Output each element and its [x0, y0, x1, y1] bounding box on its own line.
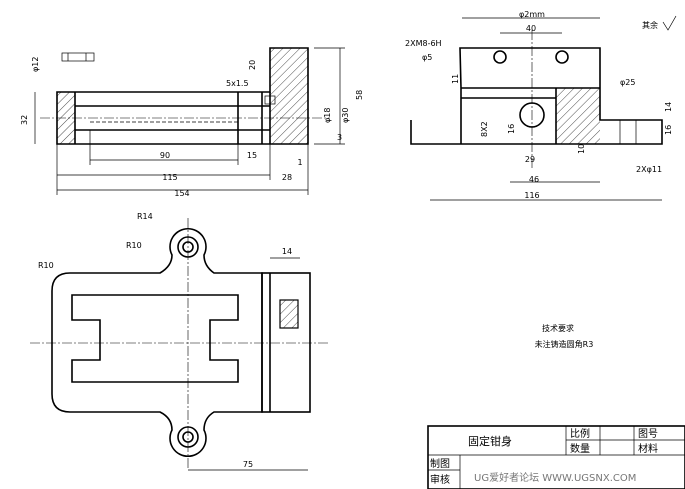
part-name: 固定钳身: [468, 434, 512, 448]
dim-32: 32: [20, 115, 29, 125]
dim-1: 1: [297, 158, 302, 167]
dim-phi5: φ5: [422, 53, 432, 62]
side-view: φ2mm 40 2XM8-6H φ5 11 φ25 14 8X2 16 29 1…: [405, 10, 677, 201]
roughness-symbol-icon: [662, 15, 677, 31]
front-view: φ12 20 5x1.5 32 58 φ18 φ30 3 90 15 1 115…: [20, 47, 364, 198]
material-label: 材料: [638, 442, 658, 455]
dim-14: 14: [664, 102, 673, 112]
drawing-no-label: 图号: [638, 428, 658, 440]
dim-29: 29: [525, 155, 535, 164]
dim-5x1-5: 5x1.5: [226, 79, 249, 88]
top-view: R14 R10 R10 14 75: [30, 212, 330, 471]
side-thread-hole-right: [555, 50, 569, 64]
side-thread-hole-left: [493, 50, 507, 64]
title-block: 固定钳身 比例 数量 图号 材料 制图 审核: [427, 425, 685, 489]
dim-2xphi11: 2Xφ11: [636, 165, 662, 174]
dim-58: 58: [355, 90, 364, 100]
dim-phi18: φ18: [323, 108, 332, 123]
dim-3: 3: [337, 133, 342, 142]
dim-115: 115: [162, 173, 177, 182]
dim-phi25: φ25: [620, 78, 635, 87]
dim-phi12: φ12: [31, 57, 40, 72]
dim-r10-corner: R10: [38, 261, 54, 270]
watermark: UG爱好者论坛 WWW.UGSNX.COM: [474, 471, 636, 484]
side-hatch-right: [556, 88, 600, 144]
dim-20: 20: [248, 60, 257, 70]
dim-154: 154: [174, 189, 189, 198]
side-bolt-hole: [619, 119, 637, 145]
dim-16-right: 16: [664, 125, 673, 135]
dim-phi30: φ30: [341, 108, 350, 123]
dim-14-top: 14: [282, 247, 292, 256]
top-threaded-hole: [279, 299, 299, 329]
tech-notes-title: 技术要求: [542, 323, 574, 333]
front-groove: [264, 95, 276, 105]
tech-notes-line1: 未注铸造圆角R3: [535, 339, 594, 349]
top-jaw: [261, 272, 311, 413]
tolerance-frame: [61, 52, 95, 62]
side-outline: [410, 47, 663, 145]
thread-spec: 2XM8-6H: [405, 39, 442, 48]
top-slot: [71, 294, 239, 383]
dim-r14: R14: [137, 212, 153, 221]
top-outline: [51, 228, 263, 457]
dim-46: 46: [529, 175, 539, 184]
checked-label: 审核: [430, 473, 450, 486]
dim-15: 15: [247, 151, 257, 160]
hatched-right-jaw: [270, 48, 308, 144]
dim-phi2mm: φ2mm: [519, 10, 545, 19]
dim-11: 11: [451, 74, 460, 84]
scale-label: 比例: [570, 427, 590, 440]
qty-label: 数量: [570, 442, 590, 455]
dim-28: 28: [282, 173, 292, 182]
dim-75: 75: [243, 460, 253, 469]
dim-116: 116: [524, 191, 539, 200]
technical-requirements: 技术要求 未注铸造圆角R3: [535, 323, 594, 349]
dim-r10-upper: R10: [126, 241, 142, 250]
drawn-label: 制图: [430, 457, 450, 470]
dim-10: 10: [577, 144, 586, 154]
dim-16-left: 16: [507, 124, 516, 134]
title-block-frame: [427, 425, 685, 489]
dim-40: 40: [526, 24, 536, 33]
dim-90: 90: [160, 151, 170, 160]
dim-8x2: 8X2: [480, 121, 489, 137]
rest-roughness-label: 其余: [642, 20, 658, 30]
